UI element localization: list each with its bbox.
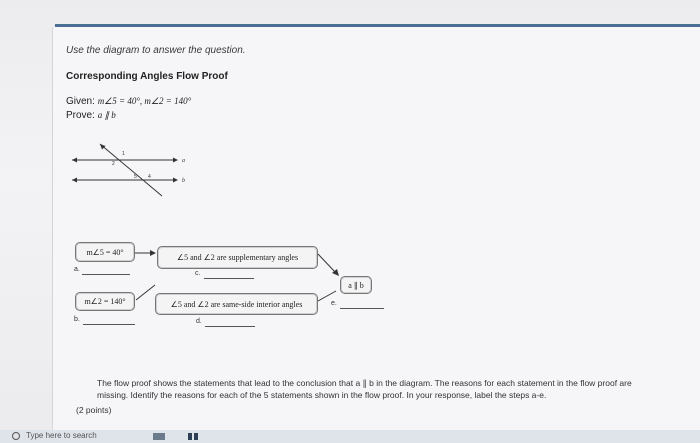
statement-box-supplementary: ∠5 and ∠2 are supplementary angles xyxy=(157,246,318,269)
reason-b-blank[interactable] xyxy=(83,324,135,325)
given-label: Given: xyxy=(66,96,95,107)
angle-2-label: 2 xyxy=(112,161,115,167)
arrow-box3-to-box5 xyxy=(317,253,339,276)
search-icon[interactable] xyxy=(12,432,20,440)
prove-line: Prove: a ∥ b xyxy=(66,110,116,121)
given-math: m∠5 = 40°, m∠2 = 140° xyxy=(97,96,192,106)
prove-label: Prove: xyxy=(66,110,95,121)
reason-a-blank[interactable] xyxy=(82,274,130,275)
instruction-text: Use the diagram to answer the question. xyxy=(66,45,246,56)
line-b-label: b xyxy=(182,178,185,184)
arrow-box2-to-box3 xyxy=(135,284,156,301)
taskbar xyxy=(0,430,700,443)
line-b-left-arrow xyxy=(72,177,77,183)
proof-title: Corresponding Angles Flow Proof xyxy=(66,71,228,82)
statement-box-m5: m∠5 = 40° xyxy=(75,242,135,262)
instructions-paragraph-line2: missing. Identify the reasons for each o… xyxy=(97,390,547,400)
line-b-right-arrow xyxy=(173,177,178,183)
angle-4-label: 4 xyxy=(148,174,151,180)
given-line: Given: m∠5 = 40°, m∠2 = 140° xyxy=(66,96,191,107)
step-b-label: b. xyxy=(74,316,80,323)
transversal xyxy=(99,143,163,197)
step-d-label: d. xyxy=(196,318,202,325)
line-a-left-arrow xyxy=(72,157,77,163)
prove-math: a ∥ b xyxy=(97,110,116,120)
instructions-paragraph-line1: The flow proof shows the statements that… xyxy=(97,378,632,388)
line-a-right-arrow xyxy=(173,157,178,163)
reason-e-blank[interactable] xyxy=(340,308,384,309)
step-e-label: e. xyxy=(331,300,337,307)
angle-5-label: 5 xyxy=(134,174,137,180)
points-text: (2 points) xyxy=(76,405,112,415)
arrow-box4-to-box5 xyxy=(317,290,337,302)
statement-box-m2: m∠2 = 140° xyxy=(75,292,135,311)
task-view-icon[interactable] xyxy=(185,432,205,441)
statement-box-conclusion: a ∥ b xyxy=(340,276,372,294)
reason-c-blank[interactable] xyxy=(204,278,254,279)
arrow-box1-to-box3 xyxy=(135,250,156,256)
step-c-label: c. xyxy=(195,270,201,277)
app-icon[interactable] xyxy=(150,432,170,441)
reason-d-blank[interactable] xyxy=(205,326,255,327)
line-a-label: a xyxy=(182,158,185,164)
statement-box-same-side-interior: ∠5 and ∠2 are same-side interior angles xyxy=(155,293,318,315)
parallel-lines-diagram: a b 1 2 5 4 xyxy=(72,143,185,197)
taskbar-search-input[interactable]: Type here to search xyxy=(26,431,97,440)
angle-1-label: 1 xyxy=(122,151,125,157)
question-panel xyxy=(52,27,700,430)
step-a-label: a. xyxy=(74,266,80,273)
transversal-arrow xyxy=(100,144,106,150)
header-accent-bar xyxy=(55,24,700,27)
